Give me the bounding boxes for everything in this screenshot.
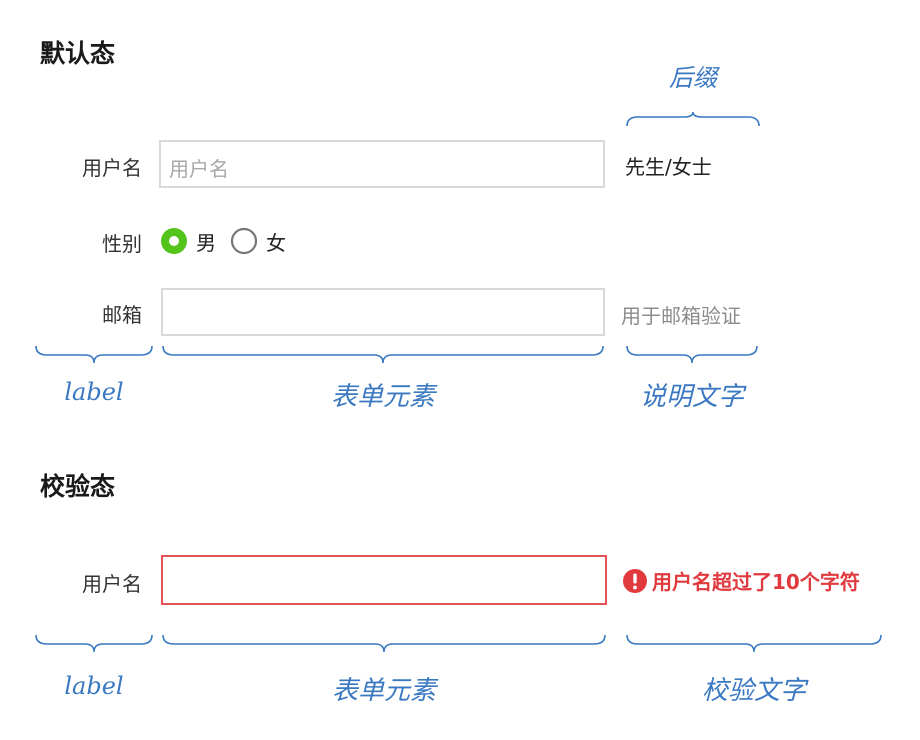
- gender-label: 性别: [102, 232, 142, 256]
- username-input[interactable]: 用户名: [159, 140, 605, 188]
- validate-error-message: 用户名超过了10个字符: [622, 566, 860, 595]
- default-state-title: 默认态: [40, 39, 116, 68]
- error-text: 用户名超过了10个字符: [652, 570, 860, 594]
- label-brace: [35, 345, 153, 364]
- suffix-annotation: 后缀: [669, 64, 717, 92]
- suffix-brace: [626, 111, 760, 127]
- radio-checked-icon: [161, 228, 187, 254]
- gender-radio-group: 男 女: [160, 226, 286, 256]
- radio-option-female[interactable]: 女: [230, 227, 286, 256]
- element-brace: [162, 345, 604, 364]
- help-annotation: 说明文字: [639, 382, 744, 412]
- radio-label-female: 女: [266, 230, 286, 255]
- validate-help-brace: [626, 634, 882, 653]
- validate-username-input[interactable]: [161, 555, 607, 605]
- email-label: 邮箱: [102, 303, 142, 327]
- validate-label-annotation: label: [64, 672, 124, 700]
- email-help-text: 用于邮箱验证: [621, 304, 741, 328]
- element-annotation: 表单元素: [330, 382, 435, 412]
- radio-option-male[interactable]: 男: [160, 227, 216, 256]
- validate-username-label: 用户名: [82, 572, 142, 596]
- email-input[interactable]: [161, 288, 605, 336]
- error-icon: [623, 568, 647, 593]
- username-suffix: 先生/女士: [625, 155, 712, 179]
- validate-element-annotation: 表单元素: [331, 676, 436, 706]
- validate-state-title: 校验态: [40, 472, 116, 501]
- help-brace: [626, 345, 758, 364]
- radio-unchecked-icon: [230, 227, 258, 255]
- username-label: 用户名: [82, 156, 142, 180]
- radio-label-male: 男: [196, 230, 216, 255]
- label-annotation: label: [64, 378, 124, 406]
- validate-help-annotation: 校验文字: [701, 676, 806, 706]
- validate-label-brace: [35, 634, 153, 653]
- username-placeholder: 用户名: [169, 157, 229, 181]
- validate-element-brace: [162, 634, 606, 653]
